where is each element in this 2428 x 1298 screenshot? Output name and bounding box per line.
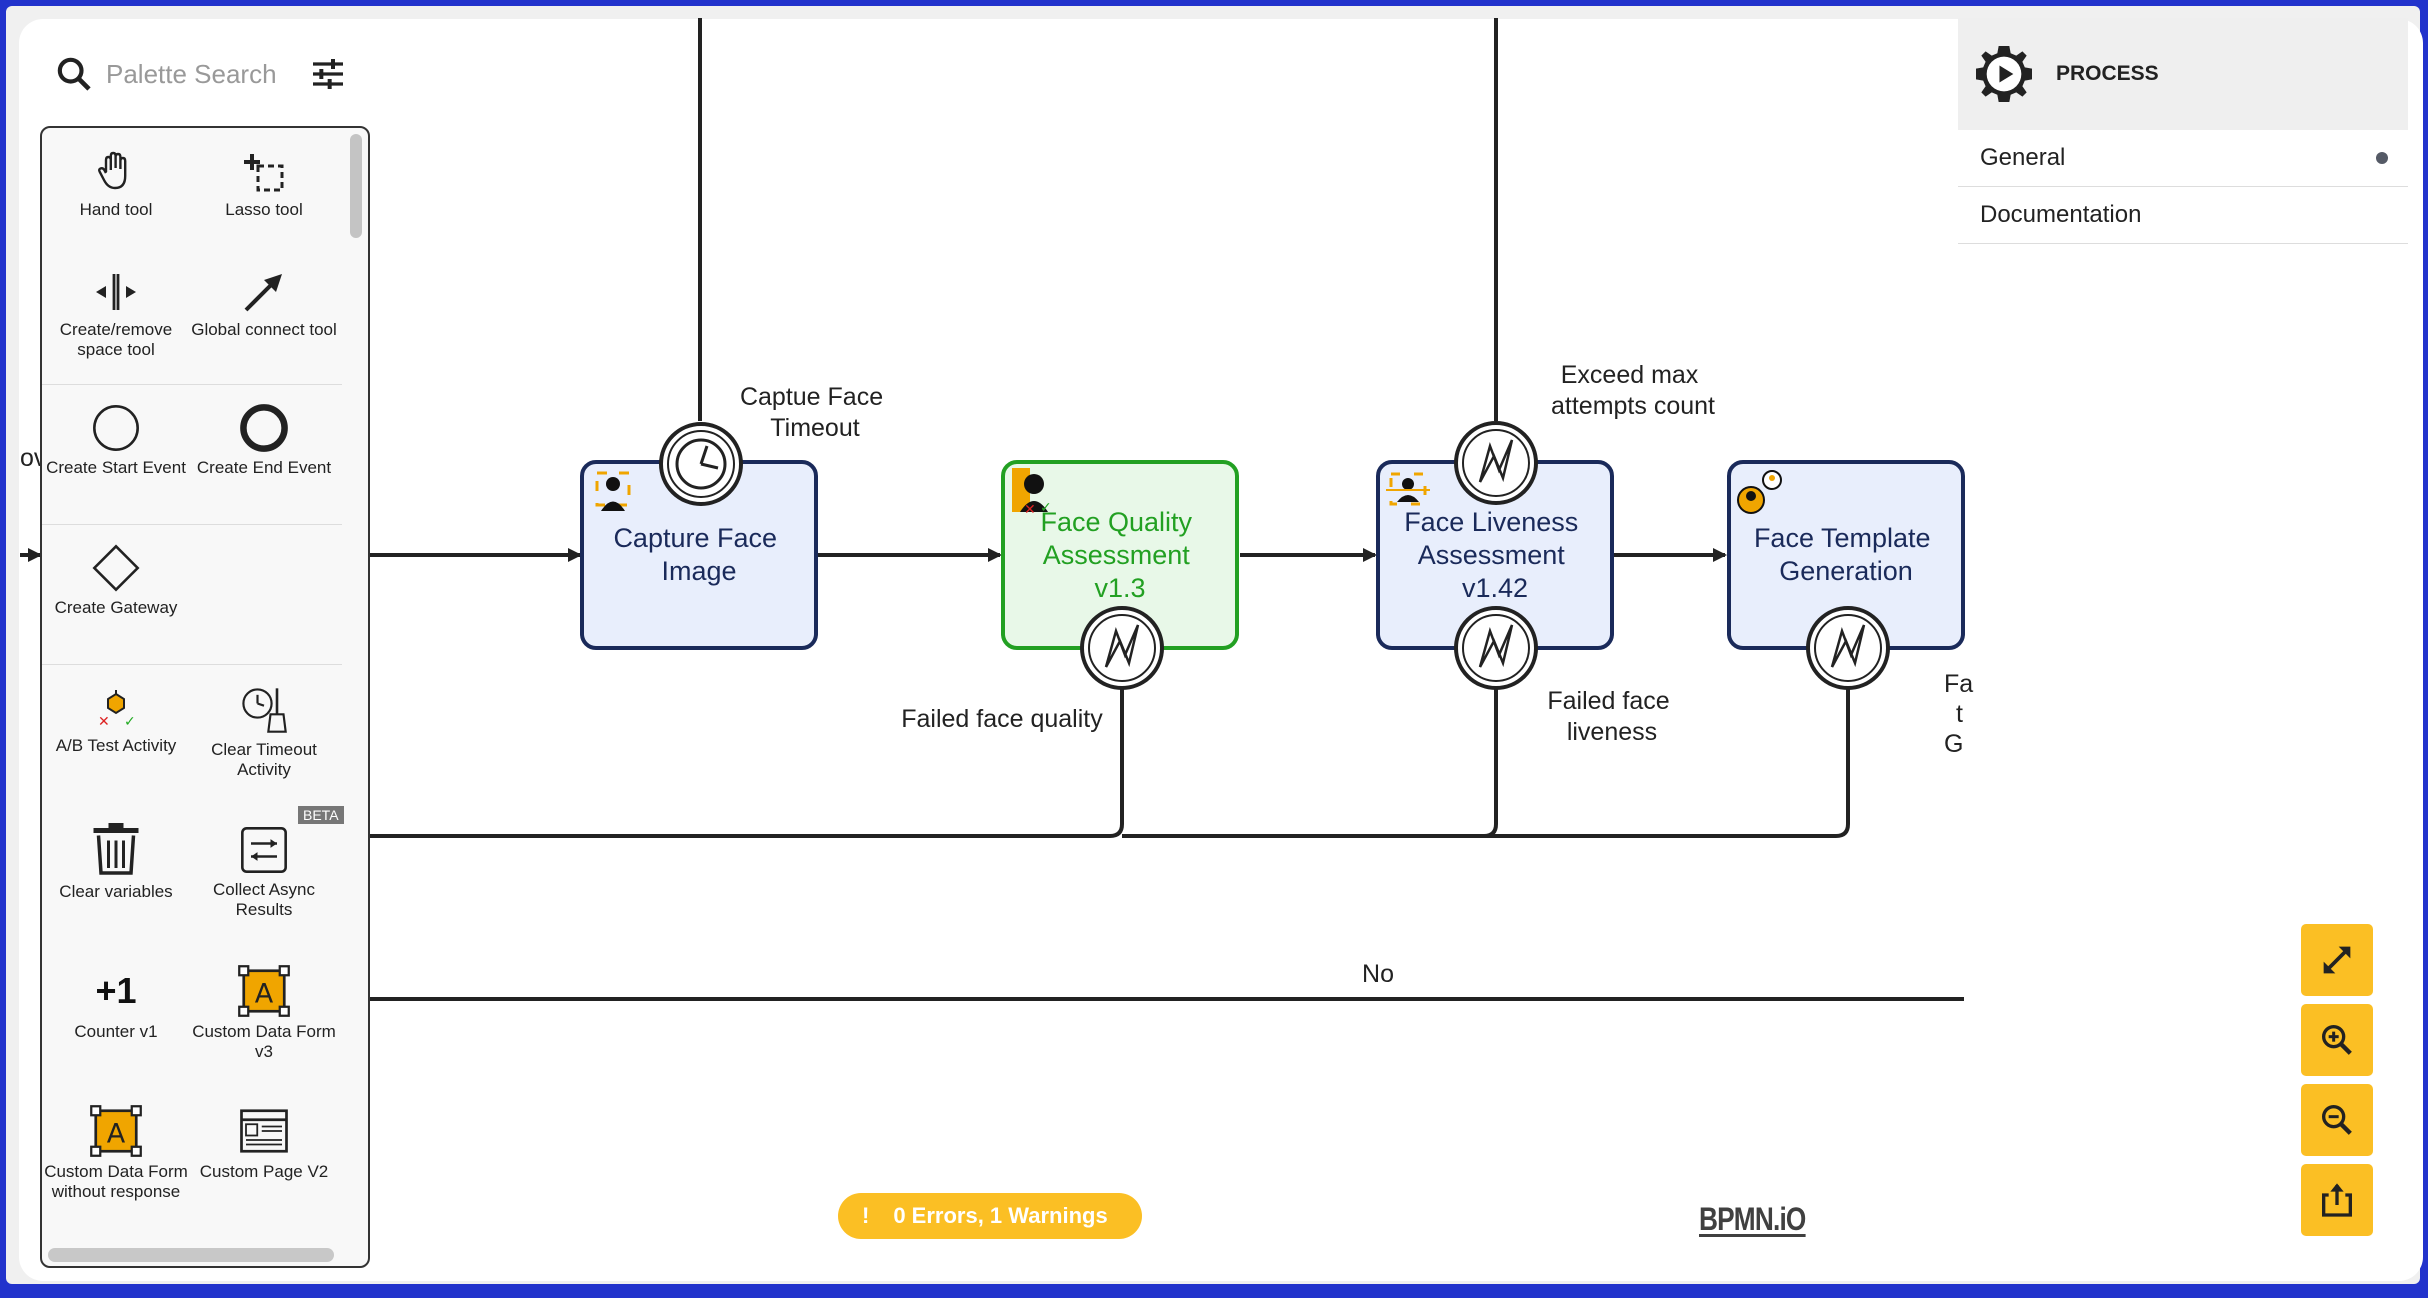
exceed-attempts-label: Exceed max attempts count <box>1551 361 1715 420</box>
palette-search-input[interactable]: Palette Search <box>106 58 277 89</box>
truncated-label-right: Fa t G <box>1944 670 1980 758</box>
error-boundary-event[interactable] <box>1080 606 1164 690</box>
palette-horizontal-scrollbar[interactable] <box>48 1248 334 1262</box>
beta-badge: BETA <box>298 806 344 824</box>
error-boundary-event[interactable] <box>1806 606 1890 690</box>
connect-arrow-icon <box>244 274 282 312</box>
failed-liveness-label: Failed face liveness <box>1547 687 1676 746</box>
error-boundary-event[interactable] <box>1454 421 1538 505</box>
zoom-in-icon <box>2322 1025 2352 1055</box>
task-face-template-generation[interactable]: Face Template Generation <box>1727 460 1965 650</box>
fit-viewport-button[interactable] <box>2301 924 2373 996</box>
end-event-icon <box>240 404 288 452</box>
fit-viewport-icon <box>2323 946 2351 974</box>
collect-async-results[interactable]: Collect Async Results <box>190 824 338 920</box>
hand-tool[interactable]: Hand tool <box>42 148 190 220</box>
create-end-event[interactable]: Create End Event <box>190 402 338 478</box>
palette-vertical-scrollbar[interactable] <box>350 134 362 238</box>
no-label: No <box>1362 960 1394 988</box>
gateway-icon <box>92 544 140 592</box>
svg-text:✓: ✓ <box>124 714 136 730</box>
hand-icon <box>98 151 127 190</box>
properties-group-documentation[interactable]: Documentation <box>1958 187 2408 244</box>
collect-async-icon <box>241 827 287 873</box>
custom-page-v2[interactable]: Custom Page V2 <box>190 1104 338 1182</box>
export-button[interactable] <box>2301 1164 2373 1236</box>
process-gear-icon <box>1976 46 2032 102</box>
custom-form-icon: A <box>238 965 290 1017</box>
face-template-icon <box>1737 470 1782 514</box>
face-quality-icon: ✕ ✓ <box>1012 468 1052 518</box>
error-flow[interactable] <box>366 686 1124 838</box>
properties-title: PROCESS <box>2056 62 2159 85</box>
timer-boundary-event[interactable] <box>659 422 743 506</box>
properties-panel: PROCESS General Documentation <box>1958 18 2408 246</box>
task-label: Face Liveness Assessment v1.42 <box>1404 507 1586 603</box>
svg-text:✕: ✕ <box>98 714 110 730</box>
zoom-out-icon <box>2322 1105 2352 1135</box>
error-boundary-event[interactable] <box>1454 606 1538 690</box>
svg-text:A: A <box>107 1118 126 1149</box>
task-capture-face-image[interactable]: Capture Face Image <box>580 460 818 650</box>
space-tool[interactable]: Create/remove space tool <box>42 268 190 360</box>
lasso-tool[interactable]: Lasso tool <box>190 148 338 220</box>
custom-form-icon: A <box>90 1105 142 1157</box>
ab-test-icon: ✕ ✓ <box>98 690 136 730</box>
properties-header: PROCESS <box>1958 18 2408 130</box>
validation-status-badge[interactable]: ! 0 Errors, 1 Warnings <box>838 1193 1142 1239</box>
task-face-quality-assessment[interactable]: Face Quality Assessment v1.3 ✕ ✓ <box>1001 460 1239 650</box>
modified-dot-icon <box>2376 152 2388 164</box>
create-gateway[interactable]: Create Gateway <box>42 542 190 618</box>
face-liveness-icon <box>1386 472 1430 506</box>
clear-timeout-activity[interactable]: Clear Timeout Activity <box>190 684 338 780</box>
space-tool-icon <box>96 274 136 310</box>
timeout-label: Captue Face Timeout <box>740 383 890 442</box>
counter-v1[interactable]: +1 Counter v1 <box>42 964 190 1042</box>
clear-timeout-icon <box>242 688 287 733</box>
failed-quality-label: Failed face quality <box>901 705 1103 733</box>
error-flow[interactable] <box>1122 686 1850 838</box>
clear-variables[interactable]: Clear variables <box>42 818 190 902</box>
svg-text:A: A <box>255 978 274 1009</box>
error-flow[interactable] <box>1483 686 1498 838</box>
svg-text:✕: ✕ <box>1024 502 1036 518</box>
zoom-out-button[interactable] <box>2301 1084 2373 1156</box>
lasso-icon <box>244 154 284 192</box>
warning-icon: ! <box>862 1203 870 1228</box>
task-label: Face Quality Assessment v1.3 <box>1040 507 1199 603</box>
global-connect-tool[interactable]: Global connect tool <box>190 268 338 340</box>
counter-icon: +1 <box>95 970 137 1011</box>
custom-page-icon <box>240 1109 288 1153</box>
export-icon <box>2322 1183 2352 1217</box>
task-label: Capture Face Image <box>613 523 784 586</box>
zoom-in-button[interactable] <box>2301 1004 2373 1076</box>
search-icon <box>57 57 91 91</box>
palette-search[interactable]: Palette Search <box>40 28 370 120</box>
custom-data-form-without-response[interactable]: A Custom Data Form without response <box>42 1104 190 1202</box>
custom-data-form-v3[interactable]: A Custom Data Form v3 <box>190 964 338 1062</box>
bpmn-diagram[interactable]: Capture Face Image Face Quality Assessme… <box>6 6 2428 1298</box>
start-event-icon <box>93 405 139 451</box>
create-start-event[interactable]: Create Start Event <box>42 402 190 478</box>
face-capture-icon <box>595 471 631 511</box>
palette: Hand tool Lasso tool Create/remove space… <box>40 126 370 1268</box>
ab-test-activity[interactable]: ✕ ✓ A/B Test Activity <box>42 684 190 756</box>
task-label: Face Template Generation <box>1754 523 1938 586</box>
filter-settings-icon[interactable] <box>308 54 348 94</box>
bpmn-io-logo[interactable]: BPMN.iO <box>1699 1201 1806 1237</box>
properties-group-general[interactable]: General <box>1958 130 2408 187</box>
trash-icon <box>93 823 139 875</box>
svg-text:✓: ✓ <box>1040 500 1052 516</box>
